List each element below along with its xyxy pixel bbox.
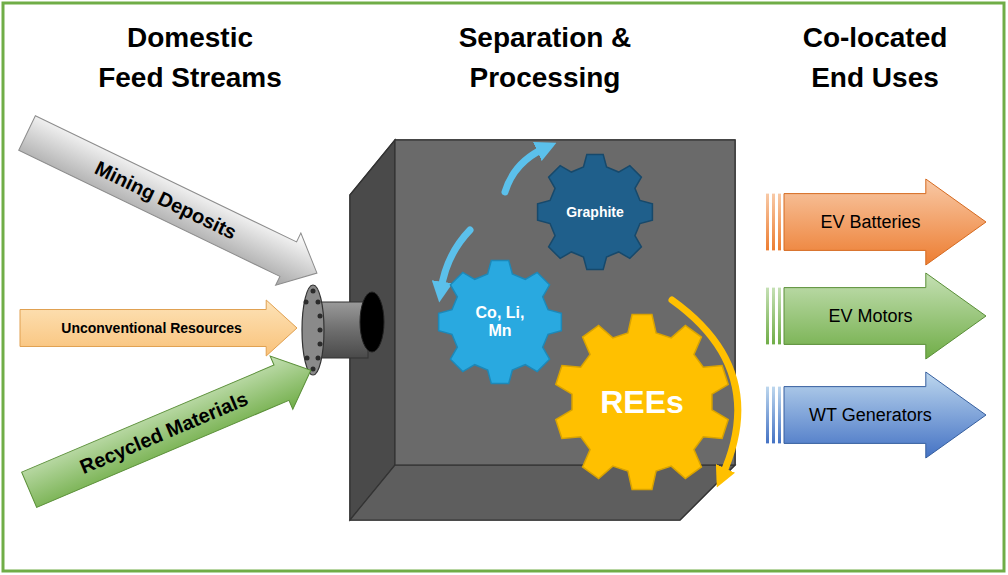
end-use-arrow: WT Generators [766, 372, 986, 458]
node-label: REEs [600, 384, 684, 421]
arrow-body [784, 179, 986, 265]
arrow-stripe [772, 387, 775, 444]
node-label: EV Motors [828, 306, 912, 327]
node-label: Graphite [566, 204, 624, 220]
processing-housing [350, 140, 735, 520]
arrow-body [784, 273, 986, 359]
arrow-stripe [778, 288, 781, 345]
node-label: WT Generators [809, 405, 932, 426]
end-use-arrow: EV Batteries [766, 179, 986, 265]
process-gear: Graphite [537, 154, 653, 270]
arrow-stripe [778, 194, 781, 251]
arrow-body [20, 300, 297, 356]
arrow-stripe [766, 387, 769, 444]
feed-arrow: Mining Deposits [14, 107, 329, 299]
arrow-stripe [766, 194, 769, 251]
feed-arrow: Recycled Materials [18, 344, 322, 517]
node-label: Unconventional Resources [61, 320, 242, 336]
node-label: EV Batteries [820, 212, 920, 233]
process-gear: Co, Li, Mn [438, 260, 562, 384]
column-heading: Separation & Processing [448, 18, 643, 98]
arrow-body [18, 344, 322, 517]
end-use-arrow: EV Motors [766, 273, 986, 359]
node-label: Recycled Materials [76, 387, 251, 479]
arrow-stripe [772, 194, 775, 251]
arrow-body [784, 372, 986, 458]
gear-body [538, 155, 653, 270]
node-label: Mining Deposits [91, 156, 240, 244]
node-label: Co, Li, Mn [468, 304, 532, 341]
arrow-stripe [778, 387, 781, 444]
gear-body [439, 261, 562, 384]
feed-arrow: Unconventional Resources [20, 300, 297, 356]
arrow-body [14, 107, 329, 299]
process-gear: REEs [554, 314, 730, 490]
frame-border [3, 3, 1004, 571]
gear-body [556, 315, 728, 490]
arrow-stripe [766, 288, 769, 345]
column-heading: Domestic Feed Streams [93, 18, 288, 98]
arrow-stripe [772, 288, 775, 345]
inlet-pipe [302, 285, 384, 375]
column-heading: Co-located End Uses [778, 18, 973, 98]
